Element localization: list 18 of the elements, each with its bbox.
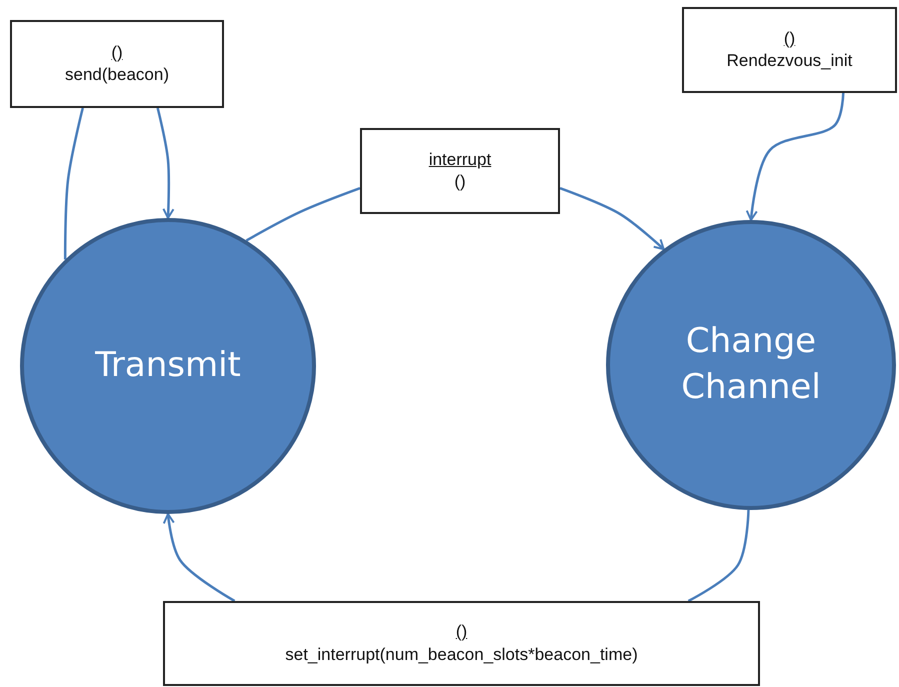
action-label: set_interrupt(num_beacon_slots*beacon_time) bbox=[285, 644, 638, 666]
action-label: Rendezvous_init bbox=[726, 50, 852, 72]
event-label: () bbox=[784, 28, 796, 50]
label-box bbox=[163, 601, 760, 686]
event-label: () bbox=[456, 621, 468, 644]
action-label: send(beacon) bbox=[65, 64, 169, 86]
label-box bbox=[682, 7, 897, 93]
arrow bbox=[746, 92, 844, 221]
label-box bbox=[10, 20, 224, 108]
action-label: () bbox=[454, 171, 466, 193]
event-label: () bbox=[111, 42, 123, 64]
state-name: Change Channel bbox=[680, 320, 822, 409]
arrow bbox=[560, 187, 665, 250]
arrow bbox=[162, 513, 236, 602]
label-box bbox=[360, 128, 560, 214]
state-name: Transmit bbox=[94, 344, 242, 388]
arrow bbox=[156, 108, 174, 219]
event-label: interrupt bbox=[428, 148, 492, 171]
